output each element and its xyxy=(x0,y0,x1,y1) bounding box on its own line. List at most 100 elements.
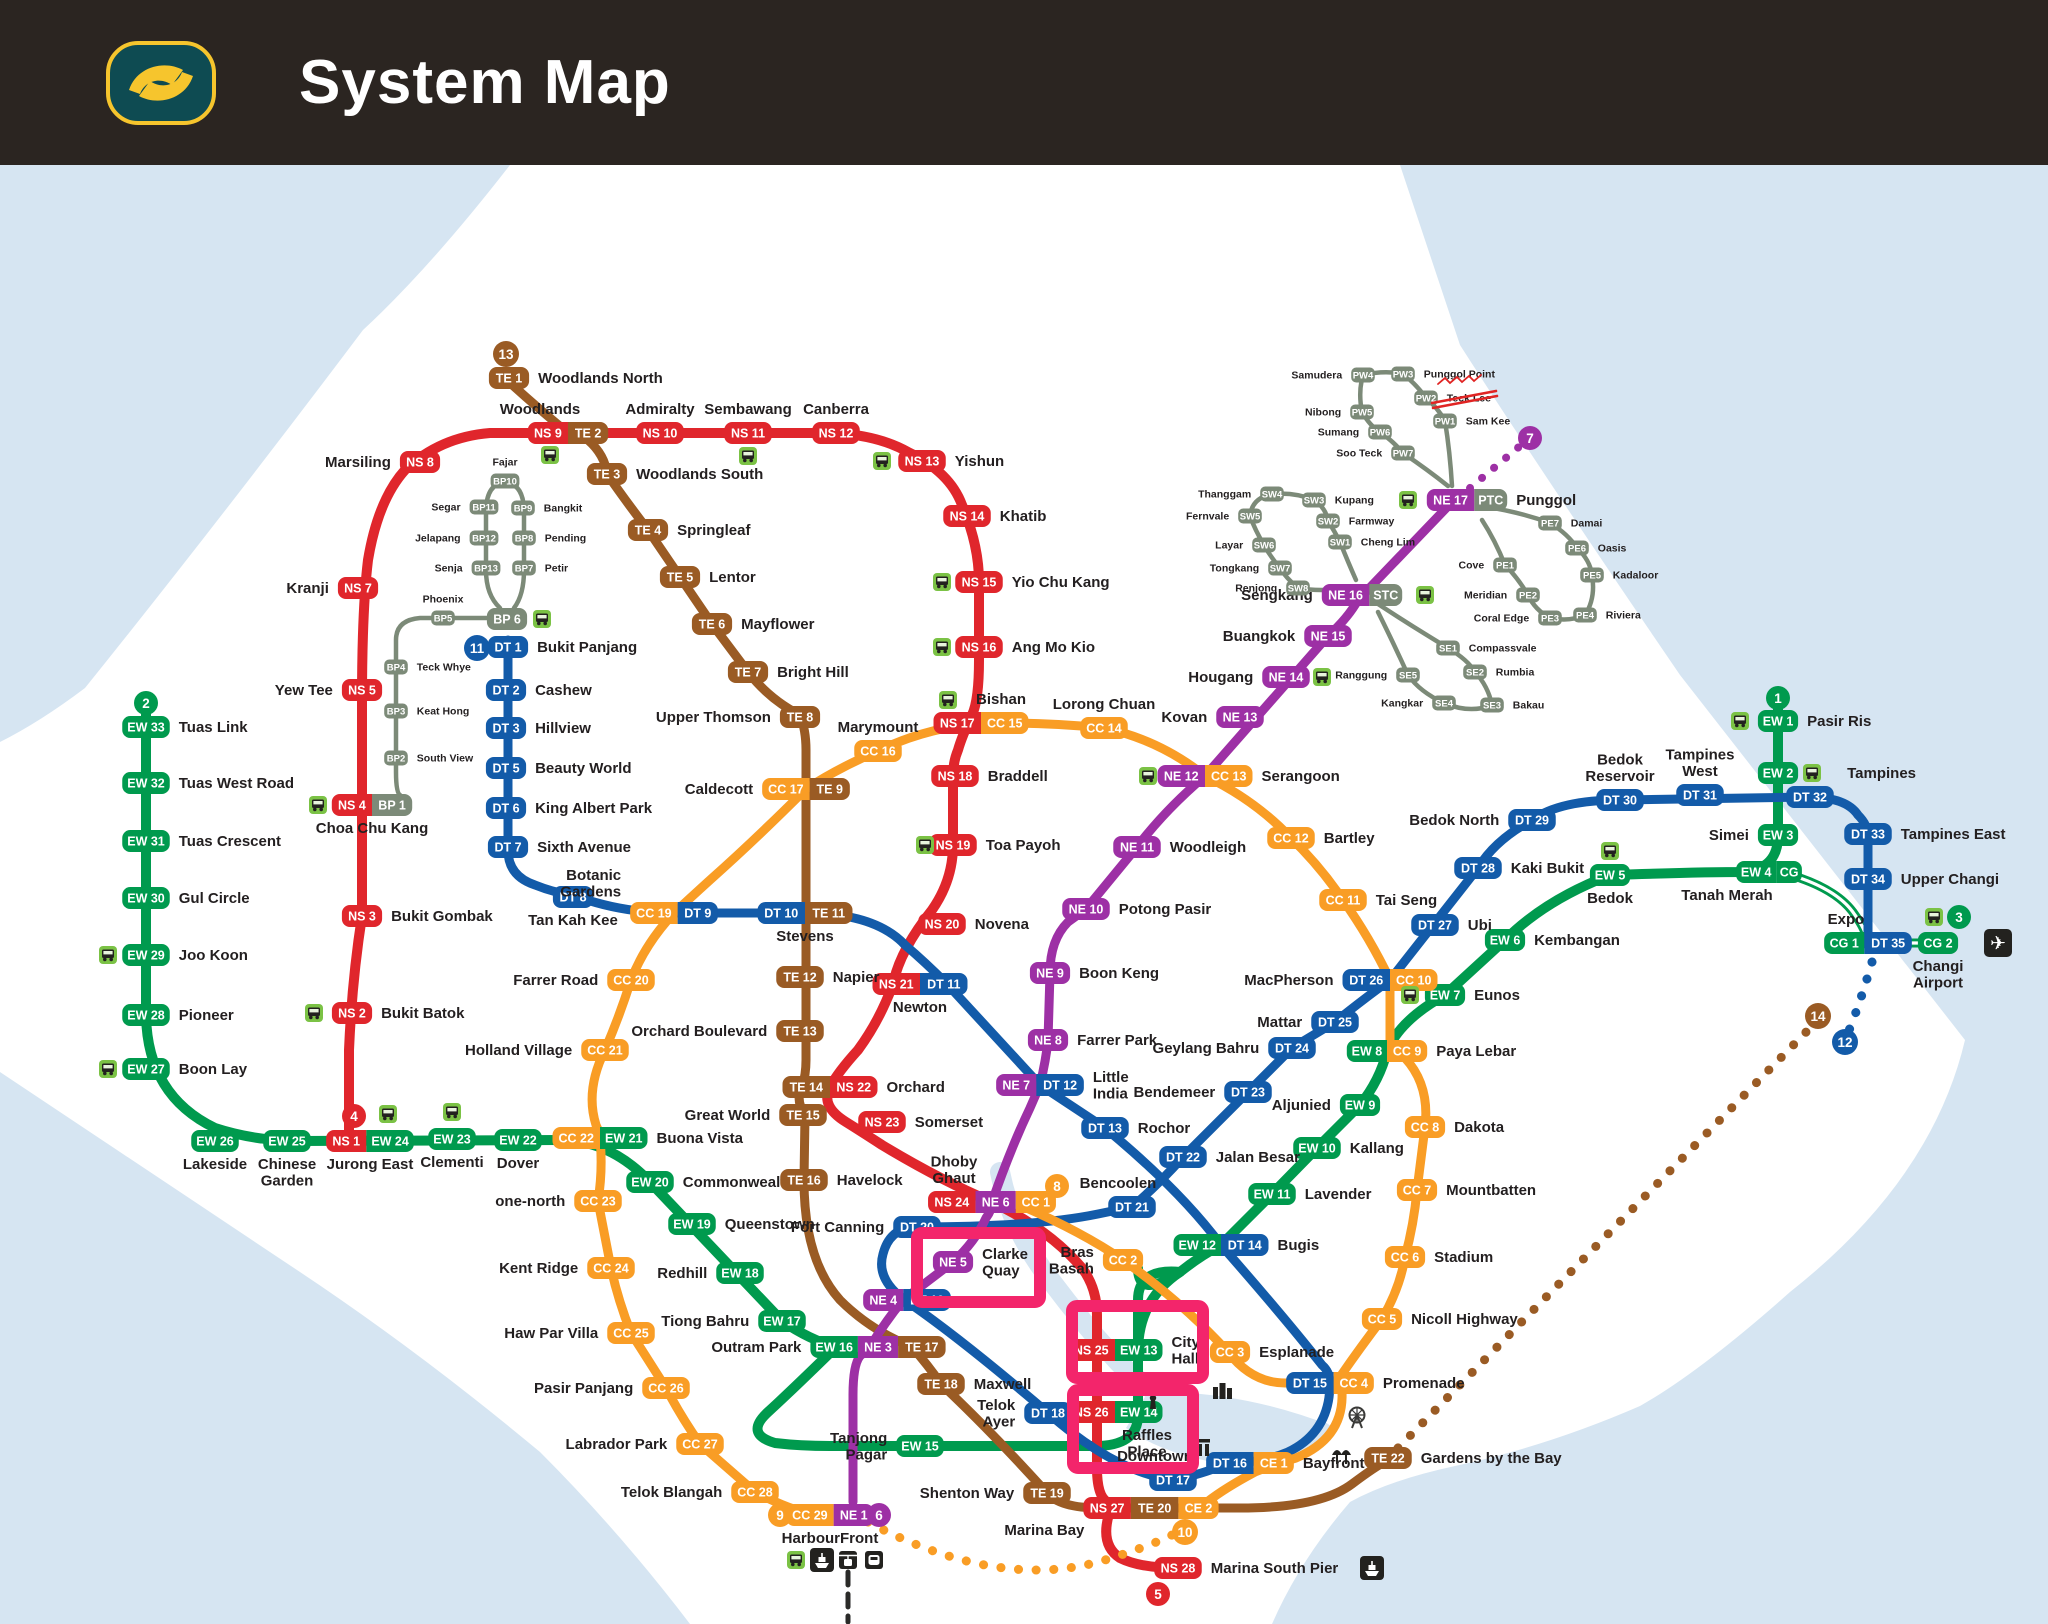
station-label: Downtown xyxy=(1117,1448,1193,1465)
station-label: Commonwealth xyxy=(683,1174,795,1191)
bus-icon xyxy=(379,1105,397,1123)
svg-text:✈: ✈ xyxy=(1990,933,2006,955)
svg-text:NS 27: NS 27 xyxy=(1090,1501,1125,1515)
station-pioneer: EW 28 Pioneer xyxy=(122,1004,234,1026)
svg-text:2: 2 xyxy=(142,696,150,711)
station-label: Pioneer xyxy=(179,1007,234,1024)
svg-text:DT 31: DT 31 xyxy=(1683,788,1717,802)
svg-text:CC 26: CC 26 xyxy=(648,1381,683,1395)
svg-text:EW 16: EW 16 xyxy=(815,1340,853,1354)
svg-text:TE 1: TE 1 xyxy=(496,371,522,385)
svg-text:SE5: SE5 xyxy=(1399,670,1418,681)
svg-text:NS 5: NS 5 xyxy=(348,683,376,697)
station-label: Kranji xyxy=(286,580,329,597)
station-label: Haw Par Villa xyxy=(504,1325,599,1342)
svg-text:EW 29: EW 29 xyxy=(127,948,165,962)
svg-text:NE 6: NE 6 xyxy=(982,1195,1010,1209)
svg-text:CC 28: CC 28 xyxy=(737,1485,772,1499)
svg-text:NE 4: NE 4 xyxy=(869,1293,897,1307)
bus-icon xyxy=(1399,491,1417,509)
station-label: Clarke xyxy=(982,1246,1028,1263)
svg-text:TE 14: TE 14 xyxy=(790,1080,823,1094)
svg-text:BP10: BP10 xyxy=(493,476,517,487)
svg-text:NS 24: NS 24 xyxy=(934,1195,969,1209)
station-label: Tanjong xyxy=(830,1430,887,1447)
svg-text:CC 1: CC 1 xyxy=(1022,1195,1051,1209)
svg-text:NS 16: NS 16 xyxy=(962,640,997,654)
svg-text:NS 14: NS 14 xyxy=(950,509,985,523)
station-label: Damai xyxy=(1571,518,1603,530)
svg-text:SW3: SW3 xyxy=(1304,495,1325,506)
svg-text:NS 20: NS 20 xyxy=(925,917,960,931)
svg-text:CC 10: CC 10 xyxy=(1396,973,1431,987)
bus-icon xyxy=(541,446,559,464)
station-label: Mattar xyxy=(1257,1014,1302,1031)
station-label: Khatib xyxy=(1000,508,1047,525)
bus-icon xyxy=(739,447,757,465)
svg-text:NS 28: NS 28 xyxy=(1161,1561,1196,1575)
svg-text:PW6: PW6 xyxy=(1370,427,1391,438)
svg-text:SE3: SE3 xyxy=(1483,700,1501,711)
bus-icon xyxy=(1416,586,1434,604)
station-label: Sixth Avenue xyxy=(537,839,631,856)
bus-icon xyxy=(1803,764,1821,782)
svg-text:EW 25: EW 25 xyxy=(268,1134,306,1148)
svg-text:NS 10: NS 10 xyxy=(643,426,678,440)
svg-text:NE 8: NE 8 xyxy=(1034,1033,1062,1047)
station-label: Upper Changi xyxy=(1901,871,1999,888)
station-label: Tuas Link xyxy=(179,719,249,736)
station-label: Teck Lee xyxy=(1447,393,1491,405)
svg-text:NS 13: NS 13 xyxy=(905,454,940,468)
station-label: Shenton Way xyxy=(920,1485,1015,1502)
station-label: Pagar xyxy=(846,1446,888,1463)
svg-text:CC 14: CC 14 xyxy=(1086,721,1121,735)
svg-text:BP8: BP8 xyxy=(515,533,533,544)
station-label: Bedok xyxy=(1587,890,1634,907)
station-label: HarbourFront xyxy=(782,1530,879,1547)
svg-text:6: 6 xyxy=(875,1508,883,1523)
svg-text:3: 3 xyxy=(1955,910,1963,925)
bus-icon xyxy=(1925,908,1943,926)
station-label: Ubi xyxy=(1468,917,1492,934)
svg-text:SW7: SW7 xyxy=(1270,563,1291,574)
cable-icon xyxy=(839,1551,857,1569)
svg-text:TE 15: TE 15 xyxy=(786,1108,819,1122)
station-label: Lakeside xyxy=(183,1156,247,1173)
svg-text:BP 6: BP 6 xyxy=(493,612,521,626)
svg-text:TE 11: TE 11 xyxy=(812,906,845,920)
station-label: Marina Bay xyxy=(1004,1522,1085,1539)
svg-text:NS 1: NS 1 xyxy=(332,1134,360,1148)
terminal-circle-4: 4 xyxy=(342,1104,366,1128)
station-label: Ang Mo Kio xyxy=(1012,639,1095,656)
station-label: Garden xyxy=(261,1173,314,1190)
svg-text:EW 24: EW 24 xyxy=(371,1134,409,1148)
svg-text:EW 28: EW 28 xyxy=(127,1008,165,1022)
